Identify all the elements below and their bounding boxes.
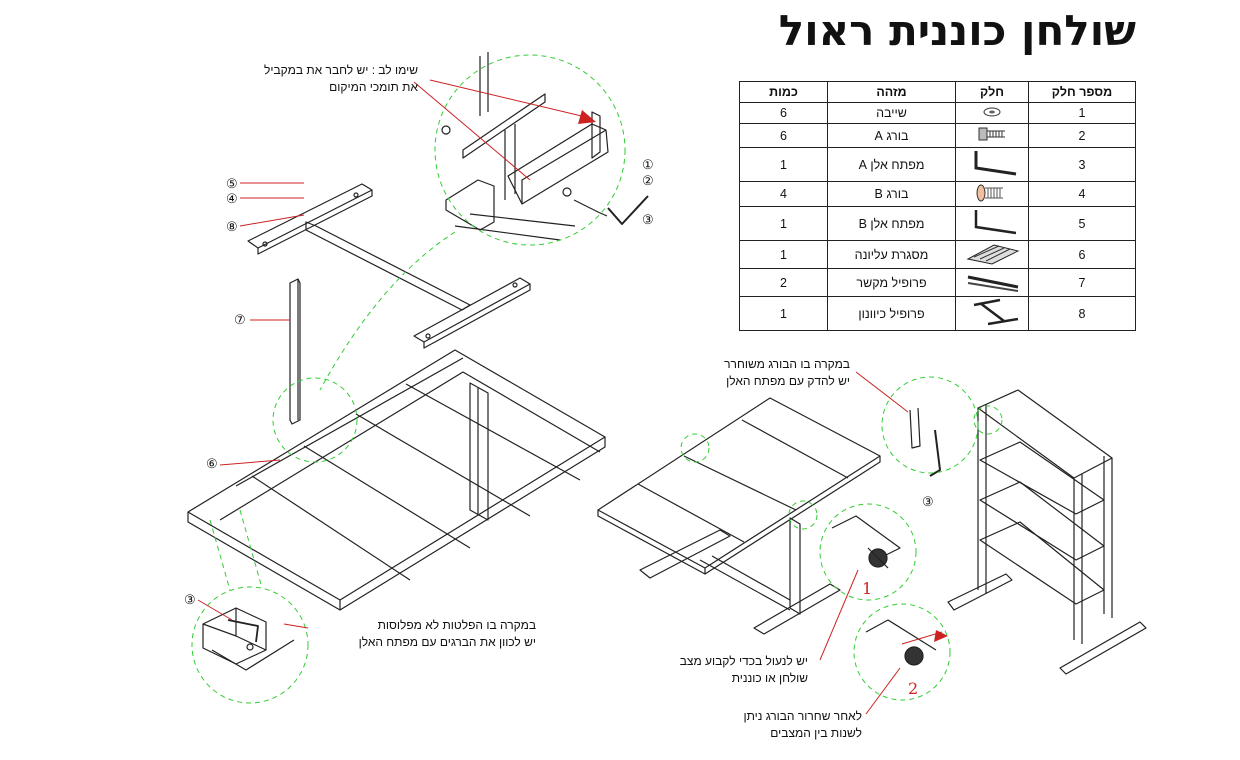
leader-lines — [197, 79, 943, 715]
callout-6: ⑥ — [206, 457, 218, 472]
release-detail-circle — [853, 603, 951, 701]
callout-7: ⑦ — [234, 313, 246, 328]
table-row: 1 שייבה 6 — [739, 102, 1136, 124]
note-release: לאחר שחרור הבורג ניתן לשנות בין המצבים — [743, 708, 862, 742]
callout-8: ⑧ — [226, 220, 238, 235]
part-qty: 4 — [739, 181, 828, 207]
arrowhead-icon — [934, 630, 948, 642]
part-name: מפתח אלן A — [827, 147, 956, 182]
parts-table: מספר חלק חלק מזהה כמות 1 שייבה 6 2 בורג … — [739, 81, 1136, 331]
callout-1: ① — [642, 158, 654, 173]
shelf-mode-drawing — [909, 389, 1147, 675]
table-row: 2 בורג A 6 — [739, 123, 1136, 148]
step-1-label: 1 — [862, 579, 872, 598]
direction-profile-drawing — [247, 183, 531, 349]
note-line: לשנות בין המצבים — [770, 726, 862, 740]
table-row: 4 בורג B 4 — [739, 181, 1136, 207]
note-lock: יש לנעול בכדי לקבוע מצב שולחן או כוננית — [680, 653, 808, 687]
callout-3: ③ — [184, 593, 196, 608]
bolt-b-icon — [955, 181, 1029, 207]
allen-key-a-icon — [955, 147, 1029, 182]
table-row: 8 פרופיל כיוונון 1 — [739, 296, 1136, 331]
lock-knob-detail-drawing — [831, 515, 901, 569]
callout-3: ③ — [642, 213, 654, 228]
connecting-profile-drawing — [289, 278, 301, 425]
part-number: 8 — [1028, 296, 1136, 331]
washer-icon — [955, 102, 1029, 124]
allen-key-b-icon — [955, 206, 1029, 241]
lock-detail-circle — [819, 503, 917, 601]
connecting-profile-icon — [955, 268, 1029, 297]
header-quantity: כמות — [739, 81, 828, 103]
part-name: פרופיל מקשר — [827, 268, 956, 297]
part-name: פרופיל כיוונון — [827, 296, 956, 331]
direction-profile-icon — [955, 296, 1029, 331]
page-title: שולחן כוננית ראול — [778, 6, 1136, 55]
top-frame-drawing — [187, 349, 606, 611]
callout-4: ④ — [226, 192, 238, 207]
release-knob-detail-drawing — [865, 619, 937, 666]
part-number: 4 — [1028, 181, 1136, 207]
note-bolt-loose: במקרה בו הבורג משוחרר יש להדק עם מפתח הא… — [724, 356, 850, 390]
table-mode-drawing — [597, 397, 881, 635]
table-edge-circle — [680, 433, 710, 463]
part-qty: 1 — [739, 240, 828, 269]
note-line: לאחר שחרור הבורג ניתן — [743, 709, 862, 723]
shelf-bracket-circle — [973, 405, 1003, 435]
note-line: את תומכי המיקום — [329, 80, 418, 94]
part-name: מסגרת עליונה — [827, 240, 956, 269]
part-number: 6 — [1028, 240, 1136, 269]
plate-detail-circle — [191, 586, 309, 704]
lock-location-circle — [788, 500, 818, 530]
top-detail-circle — [434, 54, 626, 246]
frame-detail-circle — [272, 377, 358, 463]
note-line: שולחן או כוננית — [731, 671, 808, 685]
part-qty: 1 — [739, 296, 828, 331]
table-row: 6 מסגרת עליונה 1 — [739, 240, 1136, 269]
table-row: 7 פרופיל מקשר 2 — [739, 268, 1136, 297]
callout-labels: ⑤ ④ ⑧ ⑦ ⑥ ③ ① ② ③ ③ — [184, 158, 934, 608]
part-name: שייבה — [827, 102, 956, 124]
guide-line — [209, 509, 263, 591]
note-line: במקרה בו הפלטות לא מפלוסות — [377, 618, 536, 632]
note-line: שימו לב : יש לחבר את במקביל — [264, 63, 418, 77]
part-number: 5 — [1028, 206, 1136, 241]
note-line: יש לכוון את הברגים עם מפתח האלן — [358, 635, 536, 649]
note-line: במקרה בו הבורג משוחרר — [724, 357, 850, 371]
plate-detail-drawing — [202, 607, 295, 671]
note-line: יש להדק עם מפתח האלן — [726, 374, 850, 388]
part-qty: 1 — [739, 147, 828, 182]
guide-line — [319, 231, 456, 391]
bolt-a-icon — [955, 123, 1029, 148]
part-name: בורג A — [827, 123, 956, 148]
callout-3: ③ — [922, 495, 934, 510]
arrowhead-icon — [578, 110, 596, 124]
table-row: 3 מפתח אלן A 1 — [739, 147, 1136, 182]
callout-5: ⑤ — [226, 177, 238, 192]
callout-2: ② — [642, 174, 654, 189]
part-name: מפתח אלן B — [827, 206, 956, 241]
step-2-label: 2 — [908, 679, 918, 698]
note-panels-not-flat: במקרה בו הפלטות לא מפלוסות יש לכוון את ה… — [359, 617, 536, 651]
table-row: 5 מפתח אלן B 1 — [739, 206, 1136, 241]
note-line: יש לנעול בכדי לקבוע מצב — [679, 654, 808, 668]
shelf-detail-circle — [881, 376, 979, 474]
detail-guides — [191, 54, 1003, 704]
bracket-detail-drawing — [441, 52, 649, 241]
top-frame-icon — [955, 240, 1029, 269]
parts-table-header: מספר חלק חלק מזהה כמות — [739, 81, 1136, 103]
note-attention: שימו לב : יש לחבר את במקביל את תומכי המי… — [264, 62, 418, 96]
